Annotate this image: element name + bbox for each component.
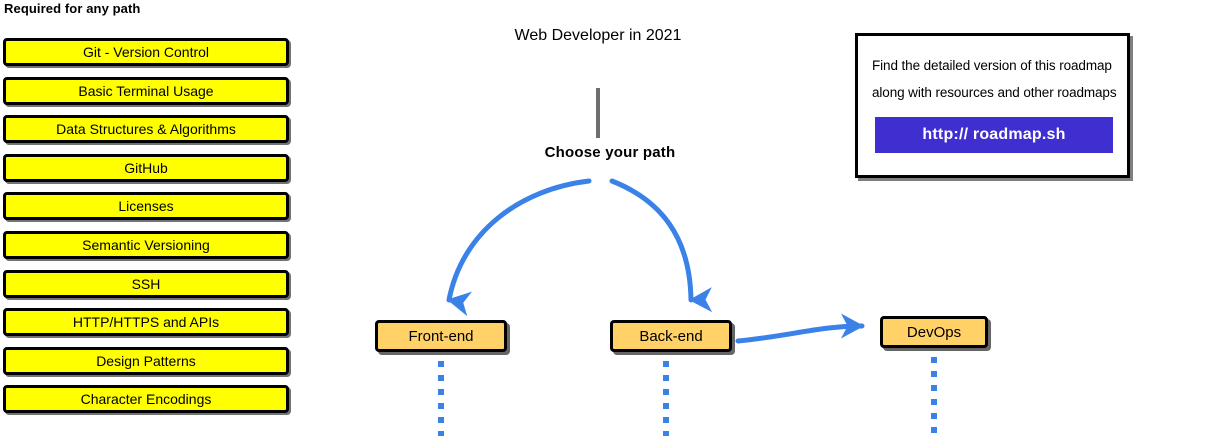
required-topic-item[interactable]: Character Encodings [3,385,289,414]
trail-dot [663,417,669,423]
required-topic-item[interactable]: Licenses [3,192,289,221]
trail-dot [663,361,669,367]
required-topic-label: Character Encodings [80,391,212,408]
path-node-label: Front-end [408,327,474,345]
info-card-line-1: Find the detailed version of this roadma… [872,58,1112,73]
trail-dot [438,389,444,395]
trail-dot [931,413,937,419]
trail-dot [663,389,669,395]
required-topics-list: Git - Version Control Basic Terminal Usa… [3,38,291,424]
required-topic-label: Semantic Versioning [82,236,210,253]
required-topic-item[interactable]: Basic Terminal Usage [3,76,289,105]
required-topic-label: Licenses [118,198,174,215]
path-node-frontend[interactable]: Front-end [375,320,507,352]
required-topic-item[interactable]: Git - Version Control [3,38,289,66]
dot-trail-frontend [438,361,444,436]
info-card-line-2: along with resources and other roadmaps [872,85,1117,100]
trail-dot [931,385,937,391]
required-topic-label: Basic Terminal Usage [78,82,214,99]
trail-dot [438,361,444,367]
trail-dot [931,399,937,405]
page-title: Web Developer in 2021 [514,27,682,44]
arrow-backend-to-devops [735,313,865,344]
required-section-header: Required for any path [4,1,141,16]
required-topic-item[interactable]: GitHub [3,153,289,182]
trail-dot [931,371,937,377]
required-topic-item[interactable]: HTTP/HTTPS and APIs [3,308,289,337]
required-topic-label: GitHub [124,159,168,176]
arrow-to-frontend [446,178,592,317]
trail-dot [663,431,669,436]
trail-dot [663,403,669,409]
path-node-label: DevOps [906,323,962,341]
trail-dot [438,403,444,409]
dot-trail-backend [663,361,669,436]
arrow-to-backend [609,178,713,313]
dot-trail-devops [931,357,937,436]
choose-path-label: Choose your path [544,144,676,161]
roadmap-link-label: http:// roadmap.sh [922,126,1066,143]
trail-dot [663,375,669,381]
info-card: Find the detailed version of this roadma… [855,33,1130,178]
roadmap-link-button[interactable]: http:// roadmap.sh [875,117,1113,153]
required-topic-item[interactable]: SSH [3,269,289,298]
path-node-backend[interactable]: Back-end [610,320,732,352]
required-topic-item[interactable]: Design Patterns [3,346,289,375]
required-topic-label: Data Structures & Algorithms [56,121,236,138]
required-topic-item[interactable]: Data Structures & Algorithms [3,115,289,144]
required-topic-label: Design Patterns [96,352,196,369]
trail-dot [438,417,444,423]
path-node-devops[interactable]: DevOps [880,316,988,348]
trail-dot [438,431,444,436]
trail-dot [931,427,937,433]
required-topic-label: SSH [131,275,161,292]
required-topic-label: Git - Version Control [82,44,210,60]
title-stem-line [596,88,600,138]
required-topic-label: HTTP/HTTPS and APIs [72,314,220,331]
path-node-label: Back-end [639,327,703,345]
trail-dot [931,357,937,363]
required-topic-item[interactable]: Semantic Versioning [3,230,289,259]
trail-dot [438,375,444,381]
